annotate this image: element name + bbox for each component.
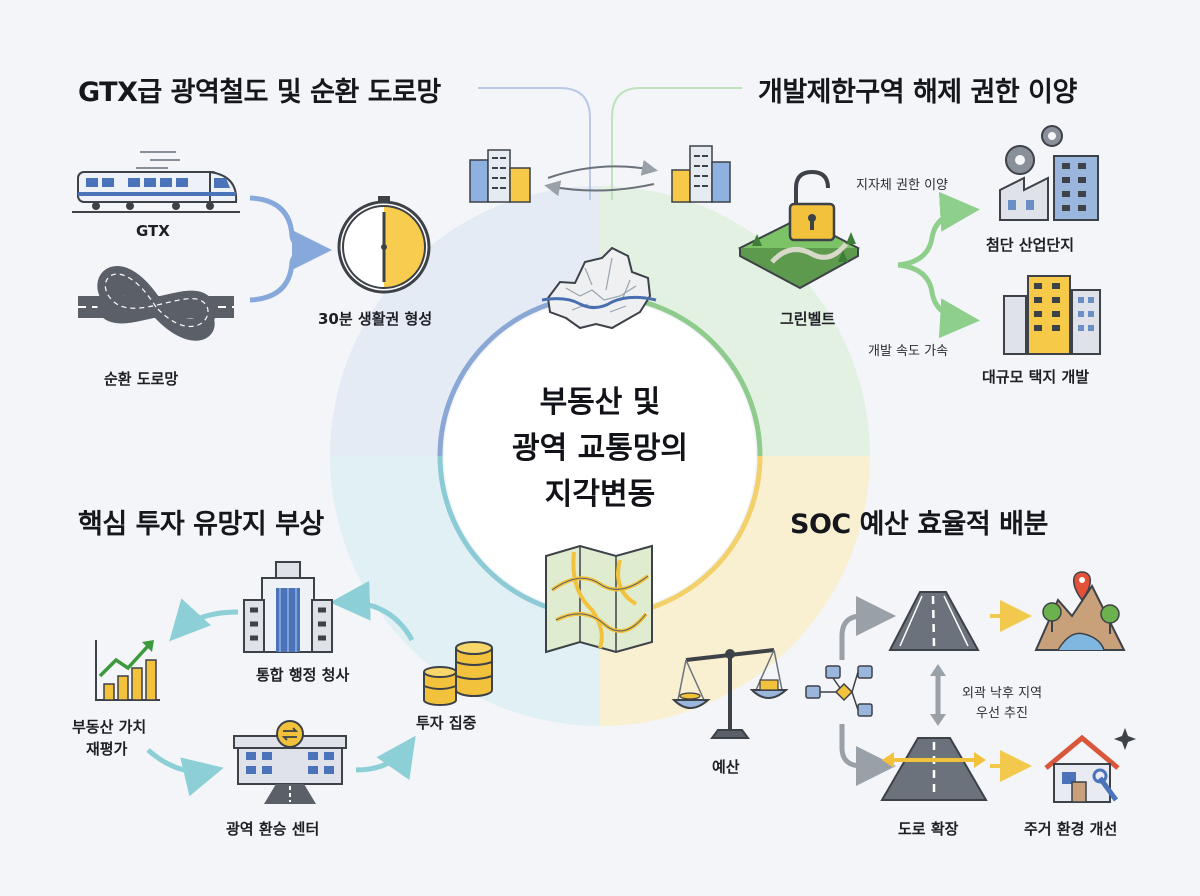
city-skyline-left-icon xyxy=(469,149,531,203)
connector-top-left xyxy=(478,87,591,200)
label-priority-line-1: 외곽 낙후 지역 xyxy=(962,686,1043,701)
clock-icon xyxy=(337,196,431,294)
arrow-city-right xyxy=(547,159,658,179)
arrow-city-left xyxy=(544,180,655,197)
arrow-to-road-top xyxy=(839,596,896,660)
arrow-to-housing xyxy=(897,262,980,339)
title-bottom-right: SOC 예산 효율적 배분 xyxy=(790,509,1048,540)
label-transfer-center: 광역 환승 센터 xyxy=(226,820,320,838)
label-priority-line-2: 우선 추진 xyxy=(976,706,1028,721)
label-industrial-complex: 첨단 산업단지 xyxy=(986,236,1075,254)
center-title: 부동산 및 광역 교통망의 지각변동 xyxy=(440,380,760,518)
seoul-map-icon xyxy=(541,246,657,330)
gtx-train-icon xyxy=(72,151,240,213)
arrow-to-road-bottom xyxy=(839,724,896,786)
growth-chart-icon xyxy=(95,640,160,701)
label-investment-focus: 투자 집중 xyxy=(416,714,477,732)
center-title-line-1: 부동산 및 xyxy=(539,385,661,420)
label-revaluation-line-1: 부동산 가치 xyxy=(72,718,147,736)
label-housing-improvement: 주거 환경 개선 xyxy=(1024,820,1118,838)
label-ring-road: 순환 도로망 xyxy=(104,370,179,388)
house-repair-icon xyxy=(1044,728,1136,803)
center-title-line-3: 지각변동 xyxy=(544,477,656,512)
housing-development-icon xyxy=(1003,275,1101,355)
landscape-pin-icon xyxy=(1034,571,1126,651)
label-budget: 예산 xyxy=(712,758,740,776)
label-greenbelt: 그린벨트 xyxy=(780,310,836,328)
connector-top-right xyxy=(611,87,742,200)
label-government-complex: 통합 행정 청사 xyxy=(256,666,350,684)
arrow-gtx-to-clock xyxy=(249,195,332,270)
title-bottom-left: 핵심 투자 유망지 부상 xyxy=(78,509,324,540)
city-skyline-right-icon xyxy=(671,145,731,203)
center-title-line-2: 광역 교통망의 xyxy=(511,431,689,466)
industrial-complex-icon xyxy=(999,125,1099,221)
unlocked-padlock-icon xyxy=(788,169,836,242)
road-expansion-icon xyxy=(880,737,988,801)
arrow-gov-to-value xyxy=(169,598,239,642)
label-authority-transfer: 지자체 권한 이양 xyxy=(856,178,948,193)
label-development-speed: 개발 속도 가속 xyxy=(868,344,949,359)
label-commute-zone: 30분 생활권 형성 xyxy=(318,310,433,328)
arrow-value-to-transfer xyxy=(146,748,224,797)
title-top-right: 개발제한구역 해제 권한 이양 xyxy=(758,77,1077,108)
folded-map-icon xyxy=(545,544,653,654)
arrow-to-industrial xyxy=(897,191,980,268)
balance-scale-icon xyxy=(671,648,789,739)
arrow-transfer-to-investment xyxy=(355,735,416,781)
government-building-icon xyxy=(243,561,333,653)
title-top-left: GTX급 광역철도 및 순환 도로망 xyxy=(78,77,441,108)
coin-stack-icon xyxy=(423,641,493,706)
label-revaluation-line-2: 재평가 xyxy=(86,740,128,758)
ring-road-icon xyxy=(78,266,234,341)
label-housing-development: 대규모 택지 개발 xyxy=(982,368,1090,386)
flowchart-icon xyxy=(805,665,873,717)
transfer-center-icon xyxy=(233,720,347,804)
label-gtx: GTX xyxy=(136,222,170,240)
arrow-investment-to-gov xyxy=(330,580,415,642)
arrow-ring-to-clock xyxy=(249,247,323,303)
label-road-expansion: 도로 확장 xyxy=(898,820,959,838)
road-icon xyxy=(888,591,980,651)
